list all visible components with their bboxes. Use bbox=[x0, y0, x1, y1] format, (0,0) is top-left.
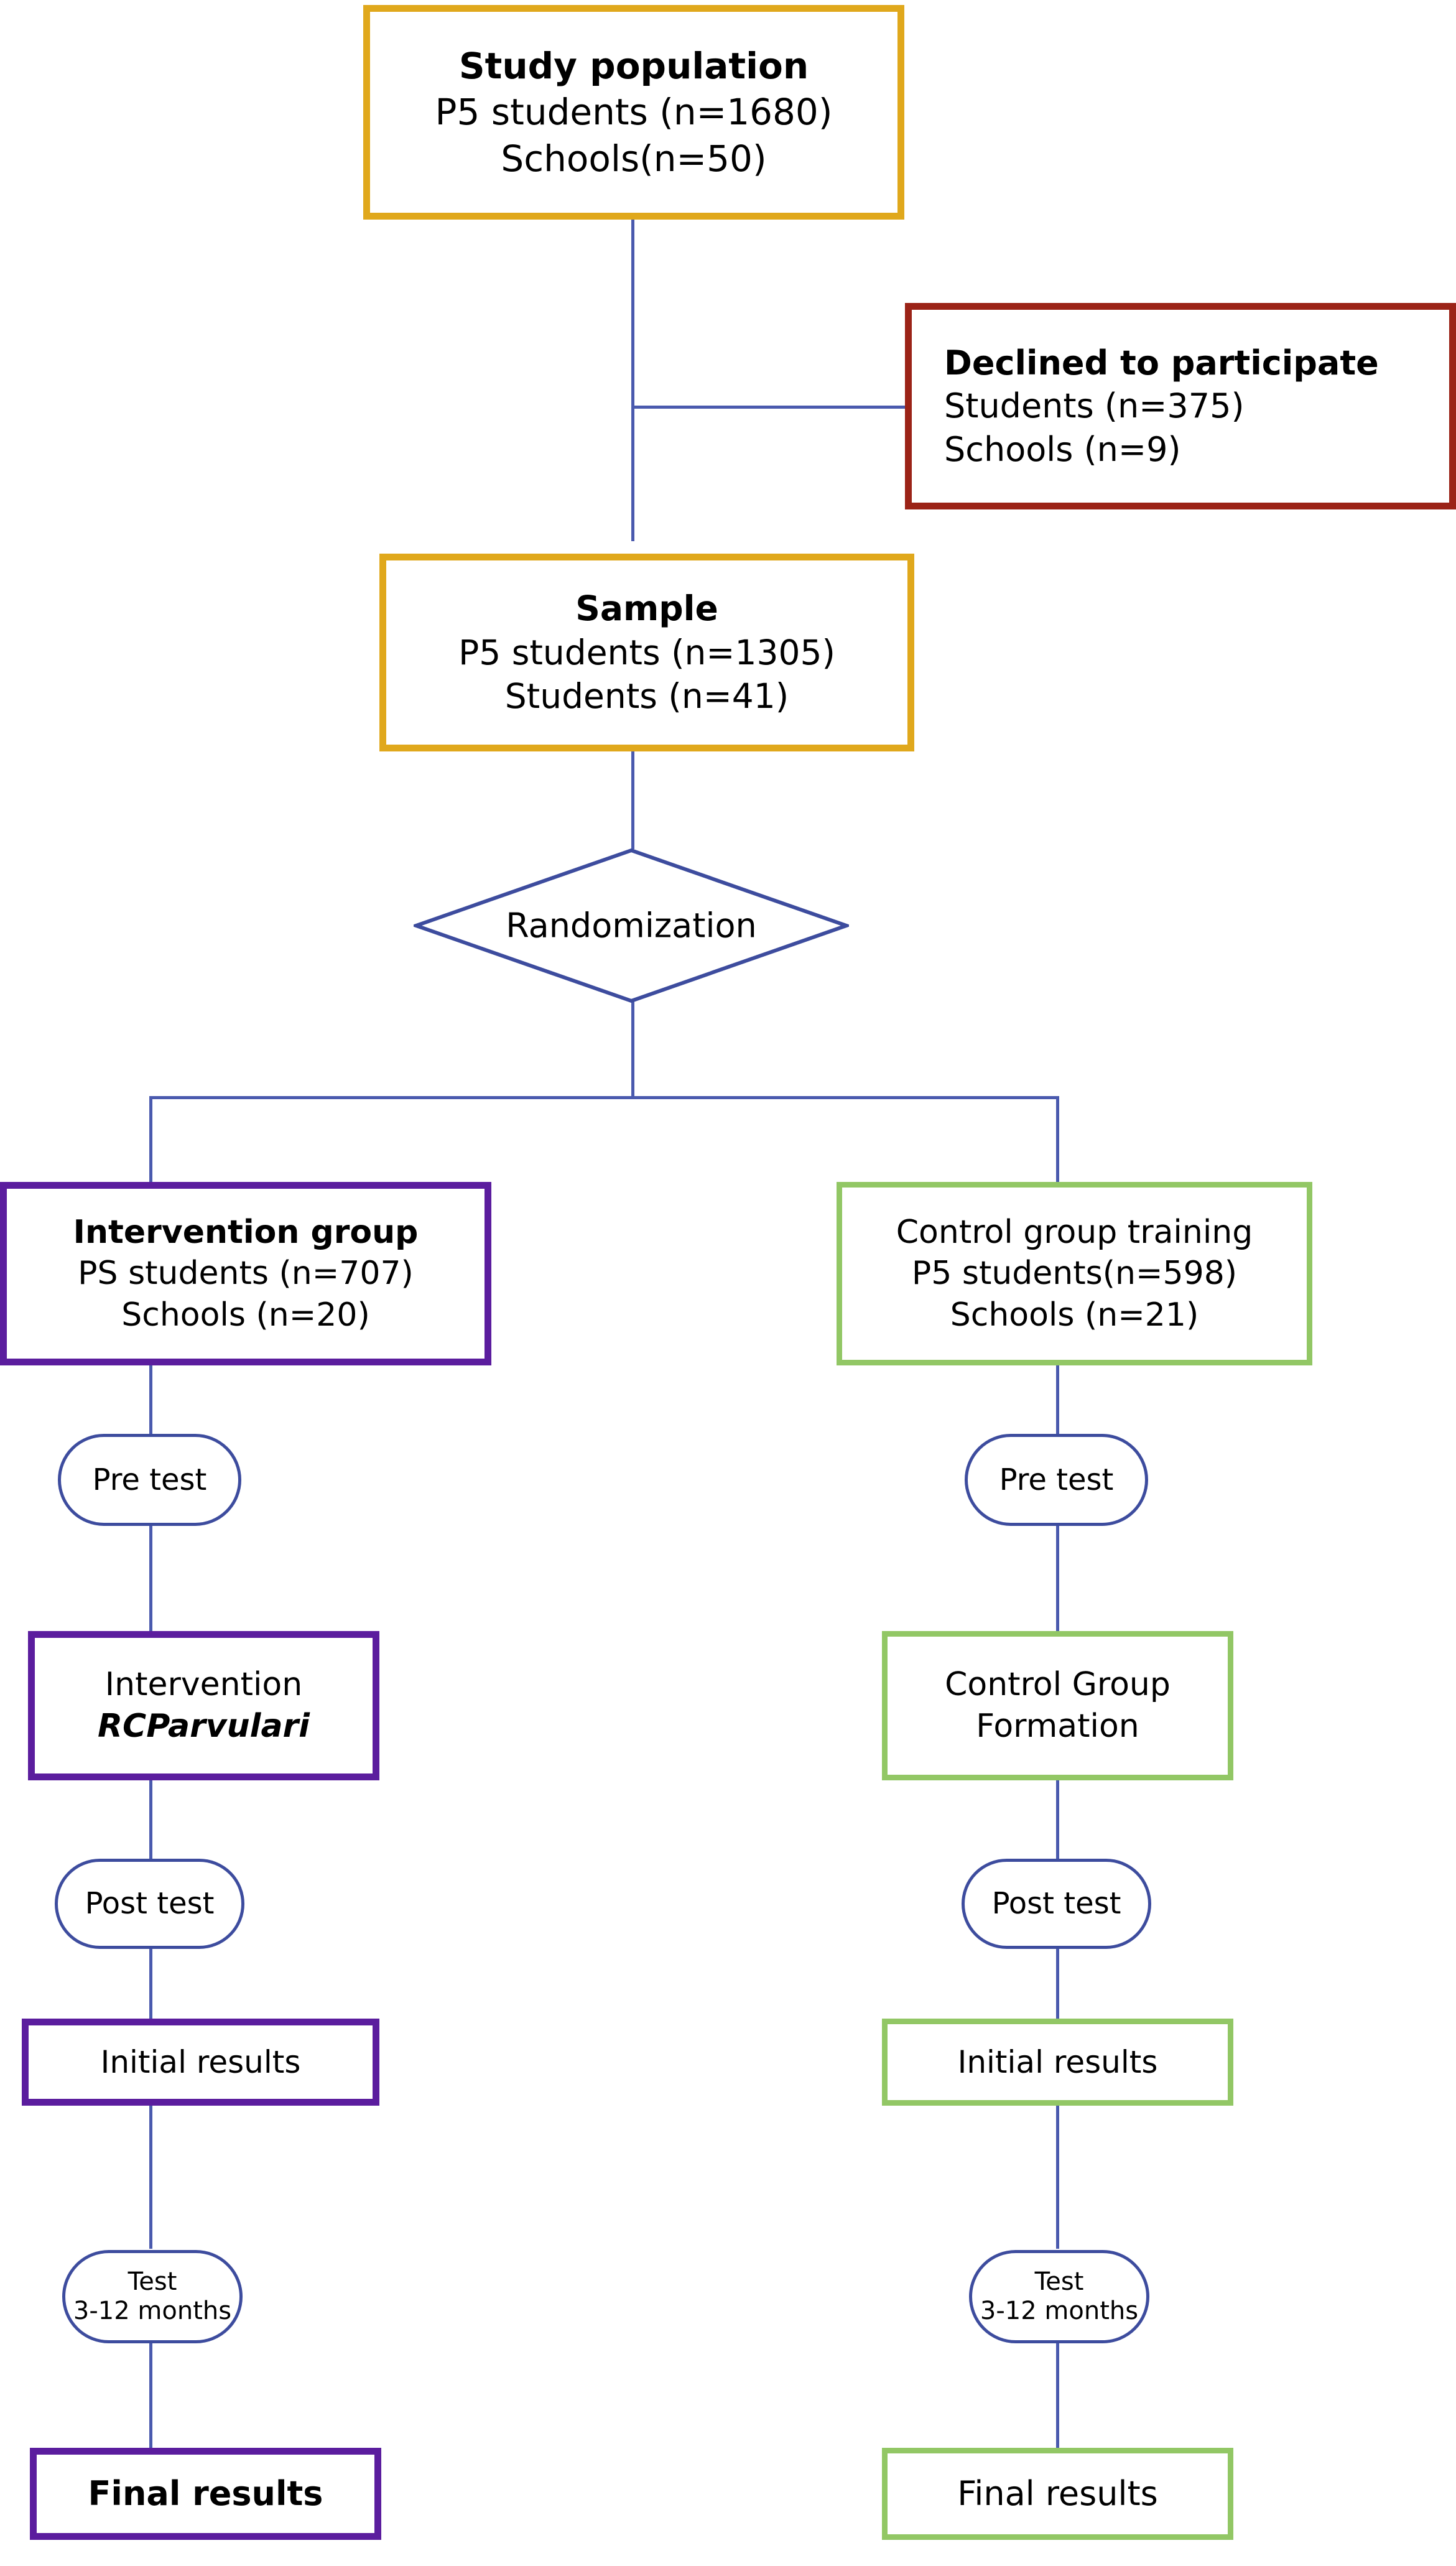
node-intervention-step[interactable]: Intervention RCParvulari bbox=[28, 1631, 379, 1780]
node-initial-results-right[interactable]: Initial results bbox=[882, 2019, 1233, 2106]
diamond-shape bbox=[414, 848, 849, 1003]
declined-line-3: Schools (n=9) bbox=[944, 429, 1181, 469]
connector-split-to-intervention bbox=[149, 1096, 152, 1184]
control-step-line-1: Control Group bbox=[945, 1666, 1171, 1704]
intervention-group-line-2: PS students (n=707) bbox=[78, 1255, 414, 1293]
post-test-left-label: Post test bbox=[85, 1886, 215, 1922]
declined-line-1: Declined to participate bbox=[944, 343, 1379, 383]
node-study-population[interactable]: Study population P5 students (n=1680) Sc… bbox=[363, 5, 904, 220]
randomization-label: Randomization bbox=[506, 906, 757, 946]
initial-results-right-label: Initial results bbox=[957, 2044, 1158, 2080]
node-sample[interactable]: Sample P5 students (n=1305) Students (n=… bbox=[379, 554, 914, 751]
connector-pretest-to-control-step-right bbox=[1056, 1524, 1059, 1631]
connector-posttest-to-initial-left bbox=[149, 1946, 152, 2020]
connector-intervention-step-to-posttest-left bbox=[149, 1779, 152, 1862]
control-step-line-2: Formation bbox=[976, 1708, 1139, 1745]
followup-test-left-line-2: 3-12 months bbox=[73, 2297, 232, 2325]
followup-test-right-line-2: 3-12 months bbox=[980, 2297, 1139, 2325]
connector-followup-to-final-left bbox=[149, 2342, 152, 2449]
connector-control-to-pretest-right bbox=[1056, 1364, 1059, 1436]
control-group-line-1: Control group training bbox=[896, 1213, 1253, 1251]
node-intervention-group[interactable]: Intervention group PS students (n=707) S… bbox=[0, 1182, 491, 1365]
post-test-right-label: Post test bbox=[991, 1886, 1121, 1922]
declined-line-2: Students (n=375) bbox=[944, 386, 1245, 426]
connector-split-bar bbox=[149, 1096, 1059, 1099]
intervention-group-line-3: Schools (n=20) bbox=[121, 1296, 370, 1334]
final-results-right-label: Final results bbox=[957, 2474, 1158, 2514]
node-initial-results-left[interactable]: Initial results bbox=[22, 2019, 379, 2106]
connector-split-to-control bbox=[1056, 1096, 1059, 1184]
final-results-left-label: Final results bbox=[88, 2474, 323, 2514]
connector-randomization-to-split bbox=[631, 1002, 634, 1098]
control-group-line-3: Schools (n=21) bbox=[950, 1296, 1199, 1334]
study-population-line-3: Schools(n=50) bbox=[501, 137, 767, 180]
connector-intervention-to-pretest-left bbox=[149, 1364, 152, 1436]
node-pre-test-right[interactable]: Pre test bbox=[965, 1434, 1148, 1526]
followup-test-left-line-1: Test bbox=[128, 2267, 177, 2296]
connector-pretest-to-intervention-step-left bbox=[149, 1524, 152, 1631]
followup-test-right-line-1: Test bbox=[1034, 2267, 1084, 2296]
connector-population-to-sample bbox=[631, 218, 634, 541]
pre-test-right-label: Pre test bbox=[999, 1462, 1114, 1497]
node-post-test-right[interactable]: Post test bbox=[962, 1859, 1151, 1949]
intervention-group-line-1: Intervention group bbox=[73, 1213, 419, 1251]
node-randomization[interactable]: Randomization bbox=[414, 848, 849, 1003]
intervention-step-line-1: Intervention bbox=[104, 1666, 303, 1704]
control-group-line-2: P5 students(n=598) bbox=[911, 1255, 1238, 1293]
node-control-group[interactable]: Control group training P5 students(n=598… bbox=[837, 1182, 1312, 1365]
node-final-results-right[interactable]: Final results bbox=[882, 2448, 1233, 2540]
connector-initial-to-followup-left bbox=[149, 2104, 152, 2249]
intervention-step-line-2: RCParvulari bbox=[97, 1708, 310, 1745]
node-pre-test-left[interactable]: Pre test bbox=[58, 1434, 241, 1526]
connector-followup-to-final-right bbox=[1056, 2342, 1059, 2449]
initial-results-left-label: Initial results bbox=[100, 2044, 301, 2080]
sample-line-1: Sample bbox=[575, 588, 718, 629]
study-population-line-2: P5 students (n=1680) bbox=[435, 91, 833, 134]
node-declined-to-participate[interactable]: Declined to participate Students (n=375)… bbox=[905, 303, 1456, 509]
connector-initial-to-followup-right bbox=[1056, 2104, 1059, 2249]
node-control-step[interactable]: Control Group Formation bbox=[882, 1631, 1233, 1780]
sample-line-2: P5 students (n=1305) bbox=[458, 632, 835, 672]
node-followup-test-right[interactable]: Test 3-12 months bbox=[969, 2250, 1149, 2343]
connector-spine-to-declined bbox=[631, 406, 908, 409]
study-population-line-1: Study population bbox=[458, 45, 809, 88]
node-followup-test-left[interactable]: Test 3-12 months bbox=[62, 2250, 243, 2343]
connector-sample-to-randomization bbox=[631, 750, 634, 849]
sample-line-3: Students (n=41) bbox=[504, 676, 789, 717]
connector-control-step-to-posttest-right bbox=[1056, 1779, 1059, 1862]
node-post-test-left[interactable]: Post test bbox=[55, 1859, 244, 1949]
node-final-results-left[interactable]: Final results bbox=[30, 2448, 381, 2540]
pre-test-left-label: Pre test bbox=[92, 1462, 207, 1497]
connector-posttest-to-initial-right bbox=[1056, 1946, 1059, 2020]
